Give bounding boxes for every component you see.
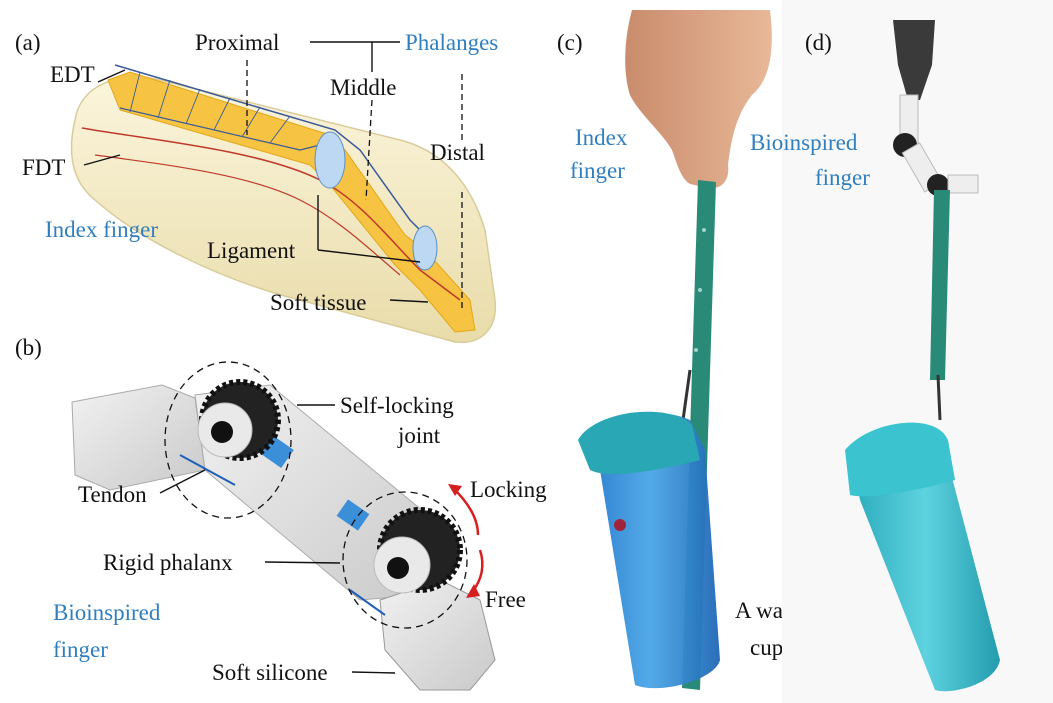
tendon-wire-b2 [349, 589, 386, 616]
label-bio-d-1: Bioinspired [750, 130, 858, 155]
label-tendon: Tendon [78, 482, 147, 507]
panel-c-photo [578, 10, 772, 690]
label-self-locking: Self-locking [340, 393, 454, 418]
label-phalanges: Phalanges [405, 30, 498, 55]
dashed-joint-circle-1 [164, 361, 292, 519]
panel-a-leaders [83, 41, 463, 312]
lanyard-d [930, 190, 950, 380]
panel-d-label: (d) [805, 30, 832, 55]
phalanx-blue-insert-2 [336, 499, 370, 531]
label-bioinspired-b-2: finger [53, 637, 108, 662]
tendon-wire-b [179, 454, 236, 486]
cup-c-button [614, 519, 626, 531]
edt-tendon-mesh [114, 64, 431, 241]
fdt-tendon [81, 127, 461, 301]
gear-distal [373, 507, 463, 594]
cup-d-lid [845, 422, 955, 497]
label-rigid-phalanx: Rigid phalanx [103, 550, 233, 575]
label-ligament: Ligament [207, 238, 296, 263]
proximal-block [71, 384, 206, 491]
cup-c [580, 412, 720, 689]
panel-a-illustration [70, 64, 496, 344]
cup-c-lid [578, 411, 700, 475]
edt-mesh-lines [129, 71, 291, 144]
gripper-pliers [893, 20, 935, 100]
panel-b-label: (b) [15, 335, 42, 360]
label-free: Free [485, 587, 526, 612]
cup-strap-d [936, 374, 942, 421]
lanyard-c-dots [694, 228, 706, 352]
label-joint: joint [397, 423, 441, 448]
locking-arrow [454, 489, 480, 536]
label-index-c-2: finger [570, 158, 625, 183]
label-soft-tissue: Soft tissue [270, 290, 366, 315]
human-hand [625, 10, 772, 189]
cup-strap-c [681, 369, 692, 421]
dashed-joint-circle-2 [342, 491, 468, 629]
edt-tendon-lower [119, 107, 321, 151]
label-bioinspired-b-1: Bioinspired [53, 600, 161, 625]
label-proximal: Proximal [195, 30, 279, 55]
panel-b-illustration [71, 361, 496, 691]
soft-silicone-tip [379, 579, 496, 691]
locking-arrowhead [448, 484, 462, 496]
fdt-tendon-2 [94, 154, 401, 276]
free-arrowhead [466, 584, 480, 598]
panel-a-label: (a) [15, 30, 41, 55]
label-edt: EDT [50, 62, 95, 87]
label-locking: Locking [470, 477, 547, 502]
gear-proximal [197, 379, 281, 461]
panel-c-label: (c) [557, 30, 583, 55]
finger-tip-d [947, 174, 979, 194]
label-middle: Middle [330, 75, 396, 100]
label-index-c-1: Index [575, 125, 628, 150]
panel-b-leaders [159, 404, 396, 674]
label-distal: Distal [430, 140, 485, 165]
ligament-proximal [314, 131, 346, 189]
label-index-finger-a: Index finger [45, 217, 158, 242]
label-fdt: FDT [22, 155, 65, 180]
label-bio-d-2: finger [815, 165, 870, 190]
label-soft-silicone: Soft silicone [212, 660, 328, 685]
ligament-distal [412, 225, 438, 271]
panel-d-photo [782, 0, 1053, 703]
